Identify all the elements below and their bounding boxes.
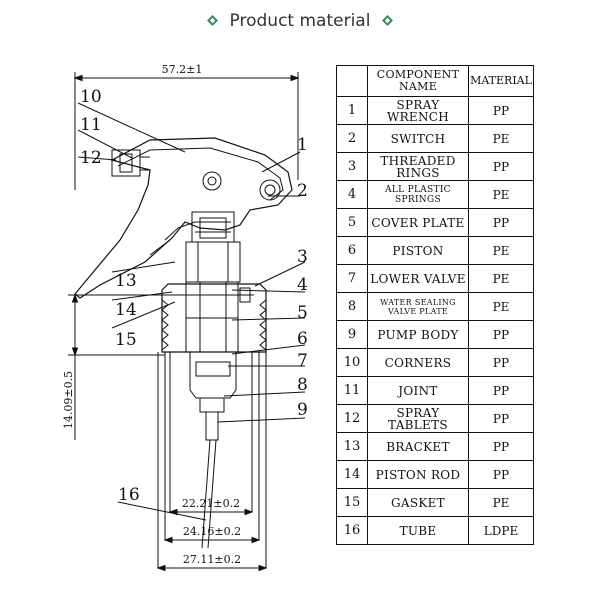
callout-16: 16 bbox=[118, 485, 140, 505]
row-number: 6 bbox=[336, 236, 368, 265]
row-component-name: CORNERS bbox=[367, 348, 469, 377]
row-material: PP bbox=[468, 432, 534, 461]
callout-14: 14 bbox=[115, 300, 137, 320]
dim-22: 22.21±0.2 bbox=[182, 497, 240, 510]
callout-1: 1 bbox=[297, 135, 308, 155]
dim-24: 24.16±0.2 bbox=[183, 525, 241, 538]
row-component-name: PUMP BODY bbox=[367, 320, 469, 349]
callout-7: 7 bbox=[297, 351, 308, 371]
row-component-name: TUBE bbox=[367, 516, 469, 545]
row-component-name: GASKET bbox=[367, 488, 469, 517]
row-number: 5 bbox=[336, 208, 368, 237]
header-cell-component-name: COMPONENT NAME bbox=[367, 65, 469, 97]
row-material: PP bbox=[468, 460, 534, 489]
callout-12: 12 bbox=[80, 148, 102, 168]
row-number: 13 bbox=[336, 432, 368, 461]
row-number: 1 bbox=[336, 96, 368, 125]
row-material: PE bbox=[468, 180, 534, 209]
diamond-icon bbox=[207, 15, 219, 26]
table-header-row: COMPONENT NAME MATERIAL bbox=[336, 65, 534, 97]
callout-15: 15 bbox=[115, 330, 137, 350]
dim-height: 14.09±0.5 bbox=[62, 371, 75, 429]
row-material: PP bbox=[468, 208, 534, 237]
row-material: PE bbox=[468, 124, 534, 153]
row-material: LDPE bbox=[468, 516, 534, 545]
sprayer-technical-drawing: 57.2±1 14.09±0.5 22.21±0.2 24.16±0.2 27.… bbox=[62, 63, 308, 572]
row-number: 4 bbox=[336, 180, 368, 209]
row-material: PP bbox=[468, 348, 534, 377]
row-number: 2 bbox=[336, 124, 368, 153]
callout-9: 9 bbox=[297, 400, 308, 420]
row-number: 12 bbox=[336, 404, 368, 433]
diamond-icon bbox=[381, 15, 393, 26]
callout-5: 5 bbox=[297, 303, 308, 323]
page-title: Product material bbox=[229, 10, 371, 31]
row-number: 16 bbox=[336, 516, 368, 545]
callout-10: 10 bbox=[80, 87, 102, 107]
callout-4: 4 bbox=[297, 275, 308, 295]
row-material: PE bbox=[468, 236, 534, 265]
dim-27: 27.11±0.2 bbox=[183, 553, 241, 566]
row-number: 7 bbox=[336, 264, 368, 293]
row-number: 8 bbox=[336, 292, 368, 321]
row-material: PE bbox=[468, 264, 534, 293]
row-component-name: BRACKET bbox=[367, 432, 469, 461]
row-material: PP bbox=[468, 376, 534, 405]
callout-11: 11 bbox=[80, 115, 102, 135]
header-cell-material: MATERIAL bbox=[468, 65, 534, 97]
callout-3: 3 bbox=[297, 247, 308, 267]
row-material: PP bbox=[468, 152, 534, 181]
row-number: 11 bbox=[336, 376, 368, 405]
row-number: 15 bbox=[336, 488, 368, 517]
row-material: PP bbox=[468, 404, 534, 433]
page-header: Product material bbox=[0, 10, 600, 38]
callout-8: 8 bbox=[297, 375, 308, 395]
row-material: PE bbox=[468, 488, 534, 517]
callout-13: 13 bbox=[115, 271, 137, 291]
row-component-name: PISTON bbox=[367, 236, 469, 265]
row-material: PP bbox=[468, 320, 534, 349]
row-number: 10 bbox=[336, 348, 368, 377]
row-number: 9 bbox=[336, 320, 368, 349]
header-cell-number bbox=[336, 65, 368, 97]
row-component-name: WATER SEALING VALVE PLATE bbox=[367, 292, 469, 321]
row-material: PE bbox=[468, 292, 534, 321]
row-number: 14 bbox=[336, 460, 368, 489]
row-component-name: ALL PLASTIC SPRINGS bbox=[367, 180, 469, 209]
dim-total-width: 57.2±1 bbox=[162, 63, 203, 76]
row-component-name: SWITCH bbox=[367, 124, 469, 153]
row-component-name: JOINT bbox=[367, 376, 469, 405]
row-component-name: LOWER VALVE bbox=[367, 264, 469, 293]
callout-2: 2 bbox=[297, 181, 308, 201]
row-component-name: PISTON ROD bbox=[367, 460, 469, 489]
row-component-name: SPRAY WRENCH bbox=[367, 96, 469, 125]
row-component-name: THREADED RINGS bbox=[367, 152, 469, 181]
row-component-name: COVER PLATE bbox=[367, 208, 469, 237]
row-material: PP bbox=[468, 96, 534, 125]
row-component-name: SPRAY TABLETS bbox=[367, 404, 469, 433]
callout-6: 6 bbox=[297, 329, 308, 349]
row-number: 3 bbox=[336, 152, 368, 181]
